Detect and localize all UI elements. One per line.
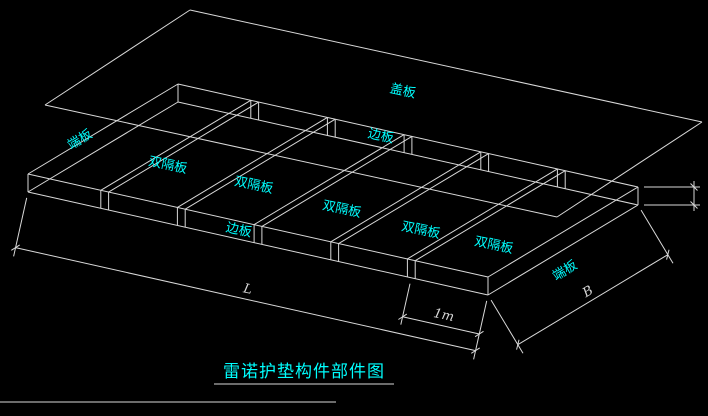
label-side-plate-front: 边板 <box>224 221 253 241</box>
double-partitions <box>100 99 566 279</box>
partition-edge <box>407 168 558 260</box>
box-edge <box>27 173 489 278</box>
extension-line <box>473 300 488 360</box>
extension-line <box>640 209 674 264</box>
label-end-plate-right: 端板 <box>550 258 580 284</box>
dimension-cell-text: 1m <box>432 306 455 325</box>
label-end-plate-left: 端板 <box>65 127 95 153</box>
mattress-box-outline <box>27 83 639 296</box>
drawing-title-block: 雷诺护垫构件部件图 <box>214 362 394 385</box>
partition-edge <box>177 116 328 208</box>
box-edge <box>487 204 639 296</box>
partition-edge <box>184 118 336 210</box>
dimension-length: L <box>11 197 488 360</box>
dimension-tick <box>474 330 484 338</box>
label-double-partition-3: 双隔板 <box>321 198 362 221</box>
partition-edge <box>108 101 259 193</box>
dimension-tick <box>666 249 670 260</box>
dimension-tick <box>398 313 408 320</box>
box-edge <box>177 101 639 206</box>
partition-edge <box>414 170 566 262</box>
cover-plate-edge <box>189 9 703 123</box>
box-edge <box>177 83 639 188</box>
extension-line <box>400 283 411 325</box>
dimension-tick <box>690 201 698 209</box>
dimension-line <box>517 254 669 346</box>
cover-plate-edge <box>44 9 191 106</box>
label-double-partition-4: 双隔板 <box>400 219 441 242</box>
extension-line <box>490 299 524 354</box>
label-double-partition-5: 双隔板 <box>473 234 514 257</box>
partition-edge <box>253 134 405 226</box>
box-edge <box>27 191 489 296</box>
box-edge <box>487 186 639 278</box>
cover-plate-outline <box>44 9 703 218</box>
partition-edge <box>330 151 482 243</box>
cover-plate-edge <box>556 121 703 218</box>
dimension-length-text: L <box>241 281 254 298</box>
label-side-plate-back: 边板 <box>366 127 395 147</box>
dimension-width: B <box>490 209 674 354</box>
dimension-tick <box>690 183 698 191</box>
drawing-title: 雷诺护垫构件部件图 <box>223 362 385 382</box>
label-double-partition-1: 双隔板 <box>147 154 188 177</box>
dimension-line <box>15 247 476 352</box>
partition-edge <box>100 99 252 191</box>
part-labels: 盖板 端板 边板 双隔板 双隔板 双隔板 双隔板 双隔板 边板 端板 <box>65 82 580 285</box>
dimension-tick <box>471 347 480 354</box>
partition-edge <box>338 153 489 245</box>
dimension-tick <box>11 244 20 251</box>
box-edge <box>27 101 179 193</box>
dimension-cell: 1m <box>398 283 484 338</box>
dimension-thickness <box>644 181 700 211</box>
dimension-tick <box>516 339 520 350</box>
dimension-line <box>402 316 480 335</box>
cover-plate-edge <box>44 104 558 218</box>
box-edge <box>27 83 179 175</box>
label-cover-plate: 盖板 <box>388 82 417 102</box>
extension-line <box>13 197 28 257</box>
label-double-partition-2: 双隔板 <box>233 174 274 197</box>
partition-edge <box>261 135 413 227</box>
